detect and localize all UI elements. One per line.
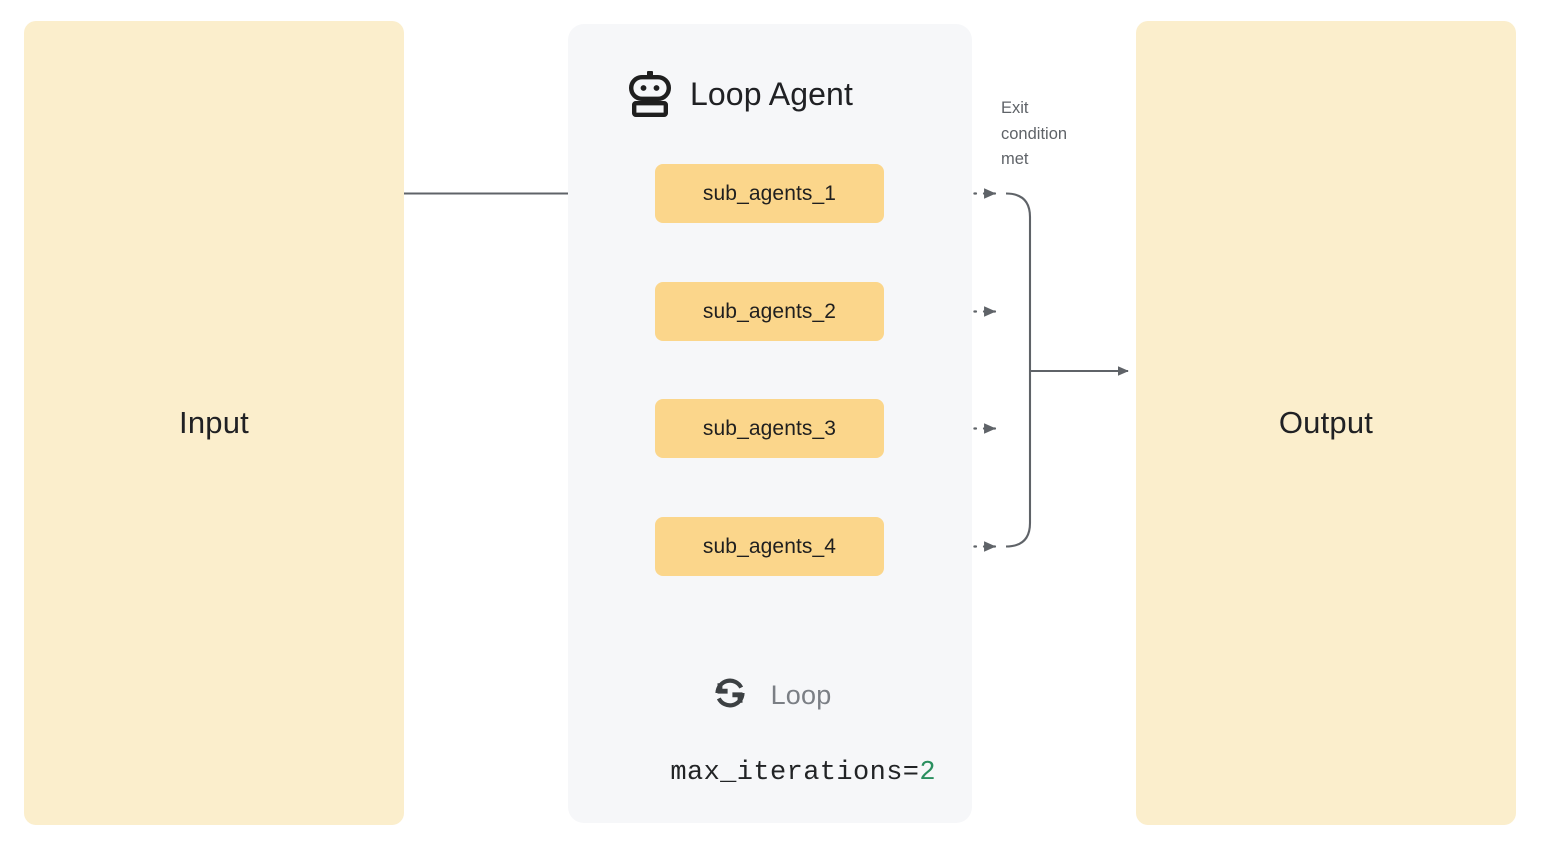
input-panel-label: Input	[179, 405, 249, 440]
sub-agent-label: sub_agents_1	[702, 181, 837, 205]
exit-condition-caption: Exit condition met	[1001, 99, 1068, 169]
max-iterations-value: 2	[919, 758, 937, 788]
output-panel: Output	[1136, 21, 1516, 825]
sub-agent-box[interactable]: sub_agents_3	[655, 399, 884, 458]
sub-agent-label: sub_agents_4	[702, 534, 837, 558]
exit-bracket	[1005, 192, 1032, 548]
loop-agent-title: Loop Agent	[690, 76, 853, 112]
input-panel: Input	[24, 21, 404, 825]
loop-footer: Loop max_iterations=2	[568, 668, 972, 818]
sub-agent-box[interactable]: sub_agents_2	[655, 282, 884, 341]
max-iterations-key: max_iterations=	[670, 758, 920, 788]
loop-refresh-icon	[709, 672, 751, 719]
loop-label: Loop	[770, 679, 832, 710]
sub-agent-label: sub_agents_2	[702, 299, 837, 323]
sub-agent-box[interactable]: sub_agents_4	[655, 517, 884, 576]
sub-agent-label: sub_agents_3	[702, 416, 837, 440]
output-panel-label: Output	[1278, 405, 1374, 440]
robot-icon	[628, 71, 672, 117]
sub-agent-box[interactable]: sub_agents_1	[655, 164, 884, 223]
loop-footer-row: Loop	[709, 668, 832, 722]
max-iterations-code: max_iterations=2	[604, 728, 936, 818]
loop-agent-header: Loop Agent	[628, 68, 853, 120]
